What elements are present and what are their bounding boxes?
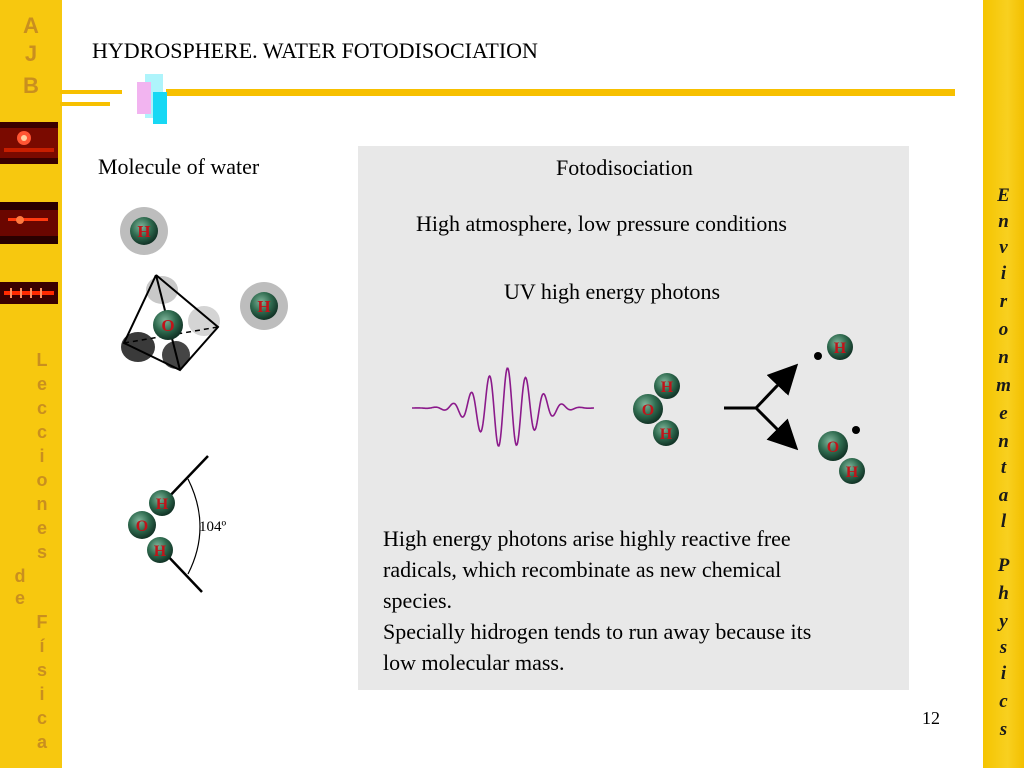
sidebar-letter: o [36, 470, 48, 490]
description-line: radicals, which recombinate as new chemi… [383, 557, 782, 582]
sidebar-letter: t [1000, 457, 1007, 478]
svg-text:H: H [257, 297, 270, 316]
sidebar-letter: L [36, 350, 48, 370]
photodissociation-diagram: H O H H O H [412, 334, 865, 484]
thumbnail-image-2 [0, 202, 58, 244]
sidebar-letter: l [1000, 511, 1007, 532]
svg-text:O: O [827, 439, 839, 456]
sidebar-letter: c [36, 398, 47, 418]
sidebar-letter: e [36, 374, 47, 394]
thumbnail-image-3 [0, 282, 58, 304]
sidebar-letter: í [39, 636, 45, 656]
panel-description: High energy photons arise highly reactiv… [383, 523, 893, 678]
sidebar-letter: d [14, 566, 26, 586]
hydroxyl-radical: O H [818, 426, 865, 484]
hydrogen-atom: H [240, 282, 288, 330]
angle-label: 104º [199, 519, 227, 535]
oxygen-atom: O [153, 310, 183, 340]
svg-text:O: O [642, 402, 654, 419]
sidebar-letter: a [36, 732, 47, 752]
sidebar-letter: m [996, 375, 1011, 396]
logo-letter: A [23, 13, 39, 38]
sidebar-letter: n [998, 431, 1009, 452]
split-arrows [724, 363, 799, 451]
sidebar-letter: e [36, 518, 47, 538]
right-sidebar [983, 0, 1024, 768]
panel-line-conditions: High atmosphere, low pressure conditions [416, 211, 787, 236]
panel-heading: Fotodisociation [556, 155, 693, 180]
svg-text:O: O [161, 316, 174, 335]
description-line: High energy photons arise highly reactiv… [383, 526, 791, 551]
svg-text:H: H [137, 222, 150, 241]
svg-text:H: H [834, 340, 847, 357]
molecule-heading: Molecule of water [98, 154, 260, 179]
sidebar-letter: c [36, 422, 47, 442]
slide-number: 12 [922, 708, 940, 728]
bond-angle-diagram: H O H [128, 455, 209, 593]
sidebar-letter: i [1000, 263, 1007, 284]
sidebar-letter: o [998, 319, 1009, 340]
sidebar-letter: v [999, 237, 1008, 258]
sidebar-letter: c [999, 691, 1008, 712]
sidebar-letter: h [998, 583, 1009, 604]
svg-text:H: H [661, 379, 674, 396]
sidebar-letter: F [36, 612, 48, 632]
fotodisociation-panel [358, 146, 909, 690]
svg-text:H: H [154, 543, 167, 560]
svg-text:H: H [156, 496, 169, 513]
sidebar-letter: i [1000, 663, 1007, 684]
sidebar-letter: i [39, 446, 45, 466]
sidebar-letter: s [36, 660, 47, 680]
sidebar-letter: E [997, 185, 1010, 206]
slide-title: HYDROSPHERE. WATER FOTODISOCIATION [92, 38, 538, 63]
svg-text:H: H [660, 426, 673, 443]
sidebar-letter: e [14, 588, 25, 608]
sidebar-letter: r [999, 291, 1008, 312]
hydrogen-atom: H [120, 207, 168, 255]
logo-letter: B [23, 73, 39, 98]
header-decoration [60, 74, 955, 124]
sidebar-letter: n [36, 494, 48, 514]
sidebar-letter: a [998, 485, 1009, 506]
svg-text:H: H [846, 464, 859, 481]
sidebar-letter: s [999, 719, 1008, 740]
hydrogen-radical: H [814, 334, 853, 360]
water-molecule: H O H [633, 373, 680, 446]
sidebar-letter: c [36, 708, 47, 728]
sidebar-letter: s [999, 637, 1008, 658]
panel-line-photons: UV high energy photons [504, 279, 721, 304]
sidebar-letter: P [997, 555, 1010, 576]
photon-wave [412, 367, 594, 448]
description-line: Specially hidrogen tends to run away bec… [383, 619, 812, 644]
thumbnail-image-1 [0, 122, 58, 164]
sidebar-letter: n [998, 211, 1009, 232]
sidebar-letter: y [999, 611, 1008, 632]
water-molecule-illustration: H H O H O H [120, 207, 288, 593]
svg-text:O: O [136, 518, 148, 535]
sidebar-letter: i [39, 684, 45, 704]
sidebar-letter: e [999, 403, 1008, 424]
description-line: low molecular mass. [383, 650, 565, 675]
sidebar-letter: n [998, 347, 1009, 368]
sidebar-letter: s [36, 542, 47, 562]
logo-letter: J [24, 41, 38, 66]
description-line: species. [383, 588, 453, 613]
